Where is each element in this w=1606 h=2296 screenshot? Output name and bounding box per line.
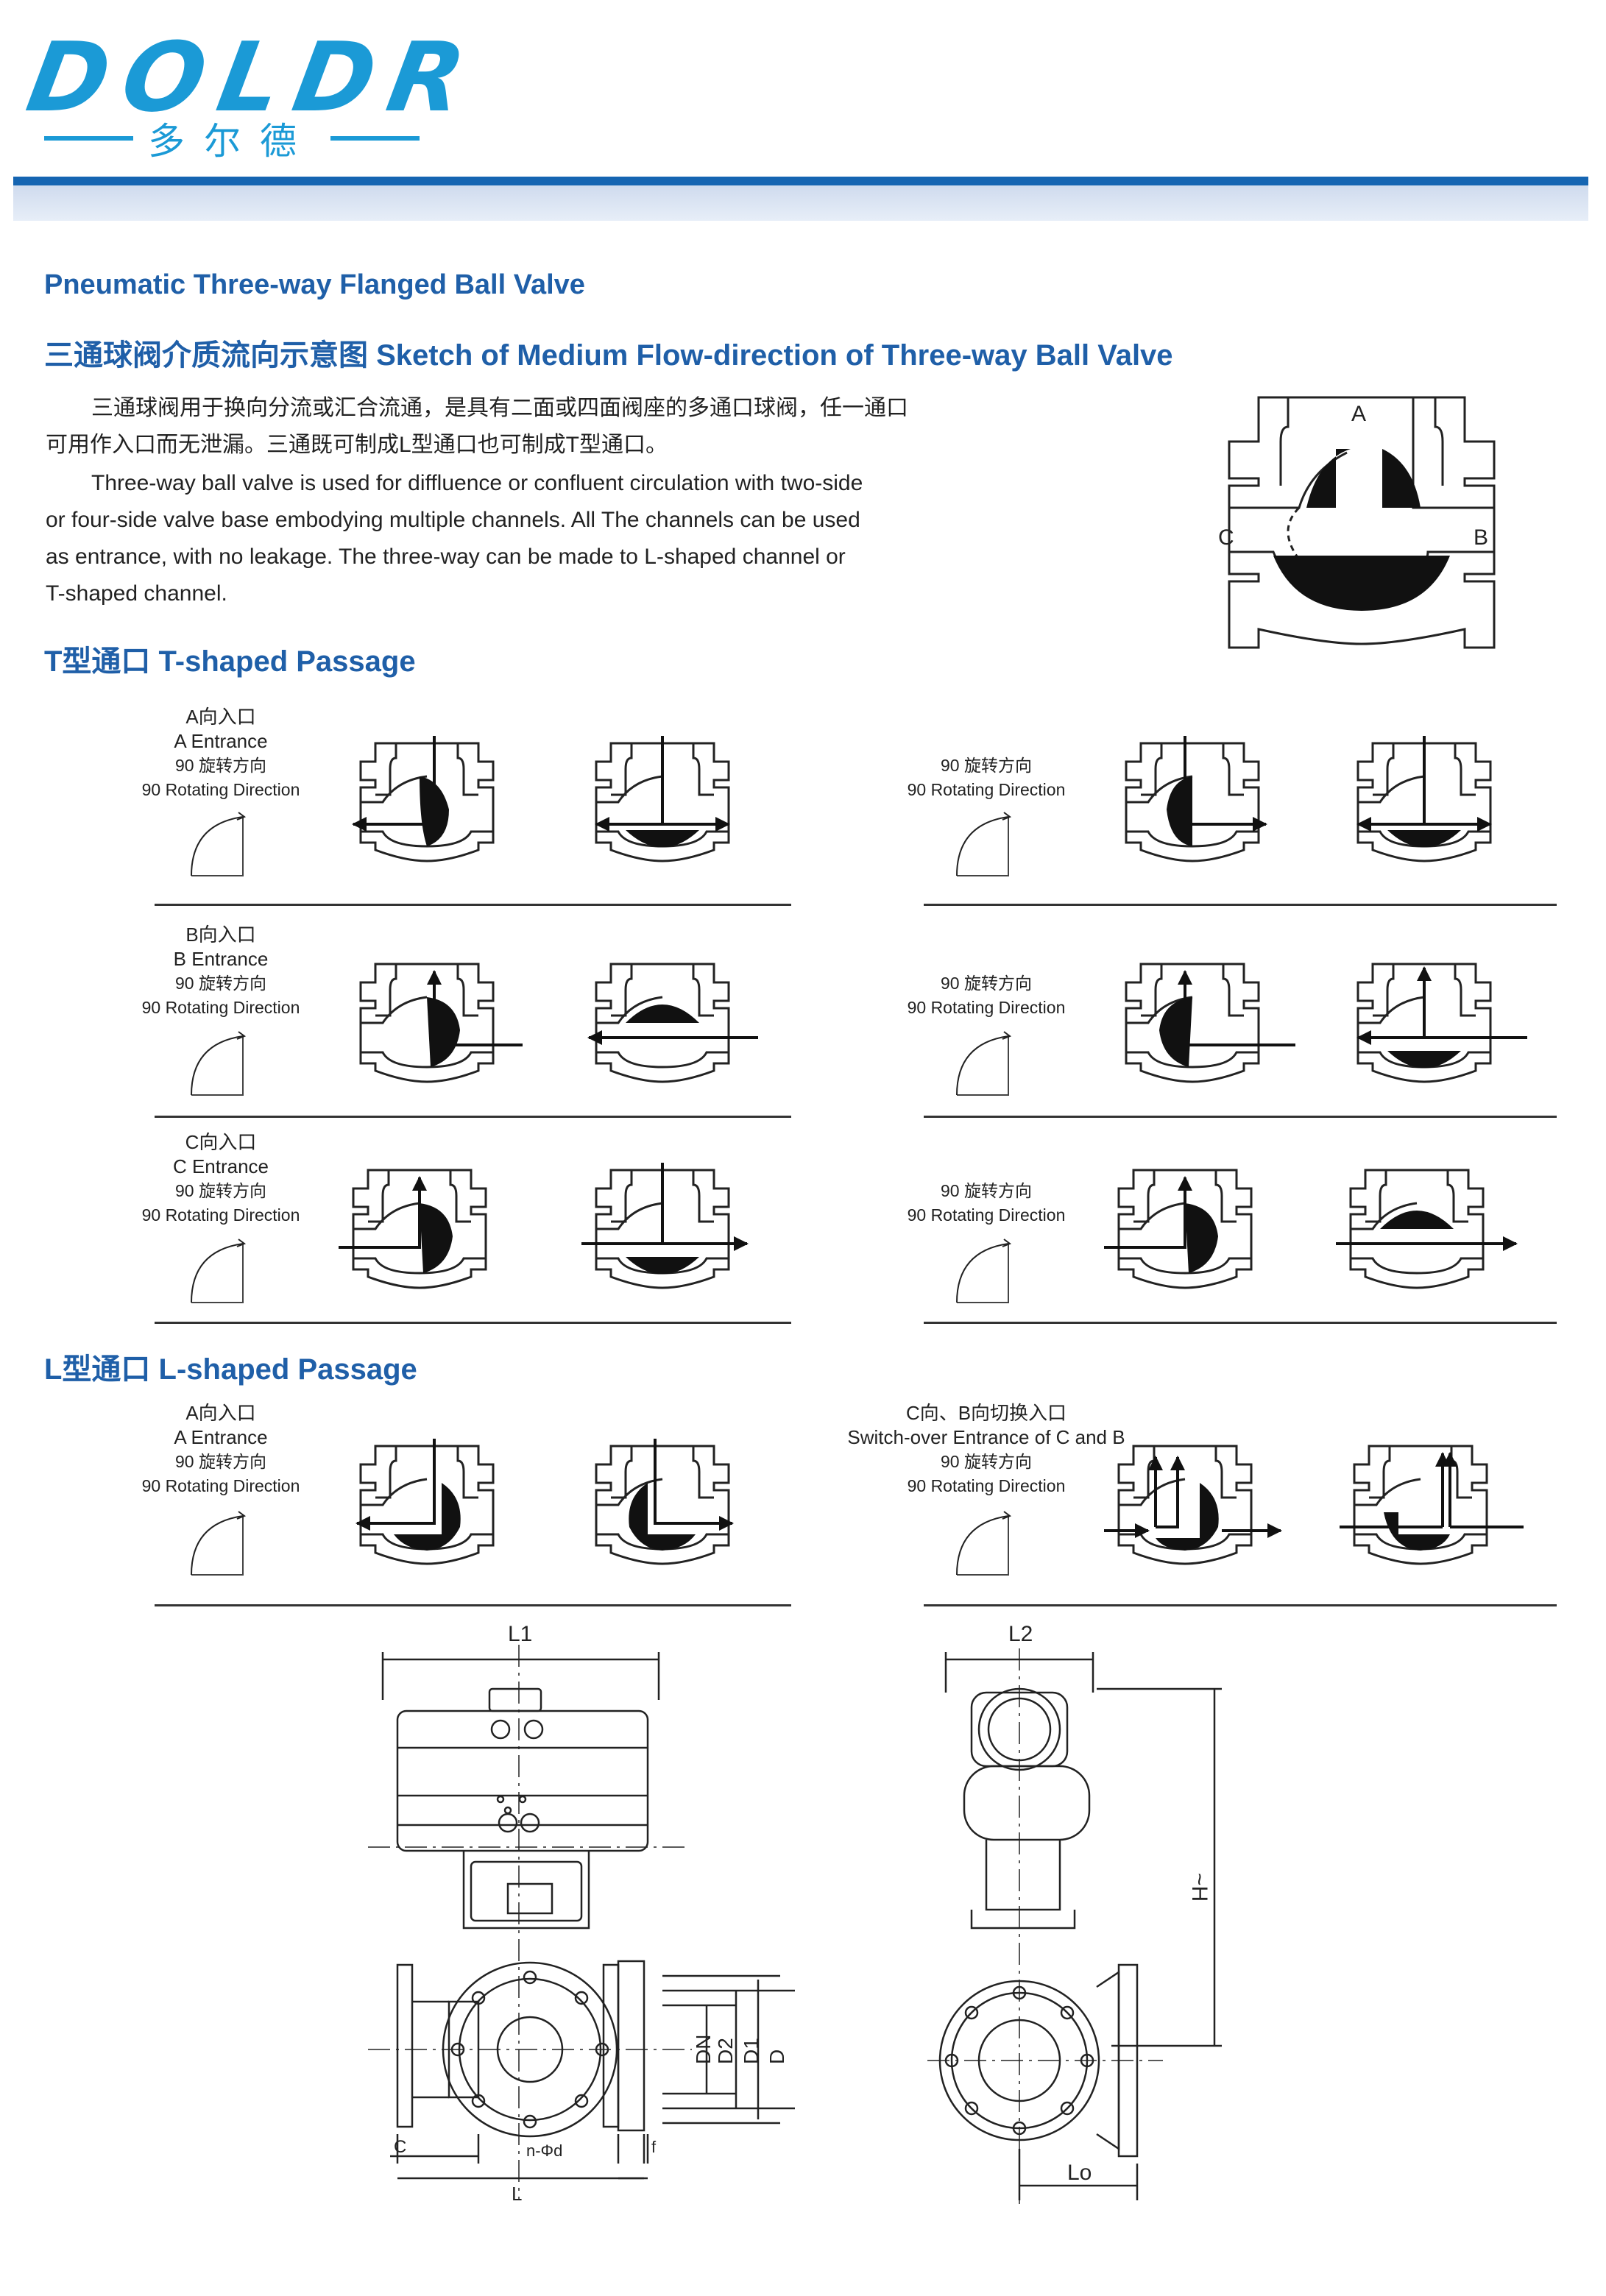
dim-d2: D2 [714,2038,737,2064]
port-label-c: C [1218,525,1234,550]
valve-diagram-t-b2 [587,963,758,1083]
valve-diagram-l-a1 [355,1439,495,1565]
dim-c: C [394,2137,406,2157]
t-row1-cn: A向入口 [185,706,256,728]
t-row2-cn: B向入口 [185,924,256,946]
valve-diagram-t-a4 [1356,736,1492,862]
divider [155,1322,791,1324]
intro-en-line1: Three-way ball valve is used for difflue… [91,471,863,495]
valve-diagram-l-a2 [595,1439,734,1565]
valve-diagram-t-a1 [352,736,495,862]
l-left-cn: A向入口 [185,1402,256,1424]
valve-diagram-t-b1 [359,963,523,1083]
valve-diagram-t-a3 [1125,736,1267,862]
t-row3-cn: C向入口 [185,1131,257,1153]
t-row1-label: A向入口 A Entrance 90 旋转方向 90 Rotating Dire… [132,705,309,802]
t-row3-rot-cn: 90 旋转方向 [175,1181,266,1200]
t-row3-label: C向入口 C Entrance 90 旋转方向 90 Rotating Dire… [132,1130,309,1227]
brand-logo: DOLDR [20,21,488,133]
dim-f: f [651,2138,657,2156]
dim-d1: D1 [740,2038,763,2064]
brand-subtitle: 多尔德 [44,116,420,163]
rotation-arc-icon [191,1031,245,1096]
l-left-label: A向入口 A Entrance 90 旋转方向 90 Rotating Dire… [132,1401,309,1498]
t-row2-rot-en: 90 Rotating Direction [141,998,300,1017]
l-right-rot-cn: 90 旋转方向 [941,1452,1032,1471]
l-left-en: A Entrance [174,1426,268,1448]
divider [330,136,420,141]
sketch-title: 三通球阀介质流向示意图 Sketch of Medium Flow-direct… [44,339,1173,372]
l-right-cn: C向、B向切换入口 [905,1402,1067,1424]
intro-en-line3: as entrance, with no leakage. The three-… [46,545,846,569]
t-row2-label: B向入口 B Entrance 90 旋转方向 90 Rotating Dire… [132,923,309,1020]
t-row2-rot-cn: 90 旋转方向 [175,974,266,993]
t-row1-right-label: 90 旋转方向 90 Rotating Direction [898,754,1075,802]
t-row3-right-rot-cn: 90 旋转方向 [941,1181,1032,1200]
intro-cn-line2: 可用作入口而无泄漏。三通既可制成L型通口也可制成T型通口。 [46,433,668,457]
dim-l2: L2 [1008,1622,1033,1646]
divider [44,136,133,141]
dim-dn: DN [692,2035,715,2064]
t-section-title: T型通口 T-shaped Passage [44,645,416,678]
divider [924,904,1557,906]
dim-l1: L1 [508,1622,532,1646]
t-row3-right-rot-en: 90 Rotating Direction [907,1205,1066,1225]
t-row3-rot-en: 90 Rotating Direction [141,1205,300,1225]
l-left-rot-cn: 90 旋转方向 [175,1452,266,1471]
divider [155,1116,791,1118]
t-row2-right-rot-en: 90 Rotating Direction [907,998,1066,1017]
divider [155,904,791,906]
t-row2-right-label: 90 旋转方向 90 Rotating Direction [898,971,1075,1020]
dim-lo: Lo [1067,2161,1092,2185]
t-row2-right-rot-cn: 90 旋转方向 [941,974,1032,993]
divider [924,1604,1557,1606]
port-label-a: A [1351,402,1366,426]
dim-l: L [512,2183,522,2205]
rotation-arc-icon [956,1239,1011,1303]
l-right-label: C向、B向切换入口 Switch-over Entrance of C and … [824,1401,1148,1498]
header-bar [13,177,1588,221]
dim-d: D [765,2049,788,2064]
brand-subtitle-text: 多尔德 [148,120,316,163]
valve-diagram-l-cb2 [1340,1445,1524,1565]
dim-n-phi-d: n-Φd [526,2141,562,2160]
valve-diagram-t-b3 [1125,963,1295,1083]
t-row1-right-rot-en: 90 Rotating Direction [907,780,1066,799]
l-section-title: L型通口 L-shaped Passage [44,1353,417,1386]
divider [924,1322,1557,1324]
t-row1-right-rot-cn: 90 旋转方向 [941,756,1032,775]
divider [924,1116,1557,1118]
rotation-arc-icon [191,1239,245,1303]
t-row3-en: C Entrance [172,1155,269,1177]
rotation-arc-icon [191,1511,245,1576]
t-row1-rot-en: 90 Rotating Direction [141,780,300,799]
valve-diagram-t-b4 [1356,963,1527,1083]
l-right-en: Switch-over Entrance of C and B [847,1426,1125,1448]
dimension-drawing: L1 DN D2 D1 D n-Φd f C L L2 ~H Lo [368,1622,1222,2205]
intro-en-line4: T-shaped channel. [46,581,227,606]
divider [155,1604,791,1606]
port-label-b: B [1474,525,1488,550]
t-row2-en: B Entrance [173,948,269,970]
l-right-rot-en: 90 Rotating Direction [907,1476,1066,1495]
t-row3-right-label: 90 旋转方向 90 Rotating Direction [898,1179,1075,1227]
valve-diagram-t-c3 [1104,1169,1253,1289]
valve-diagram-t-c4 [1336,1169,1518,1289]
rotation-arc-icon [956,1511,1011,1576]
valve-diagram-t-c1 [339,1169,487,1289]
valve-sketch: A C B [1218,396,1496,649]
l-left-rot-en: 90 Rotating Direction [141,1476,300,1495]
intro-cn-line1: 三通球阀用于换向分流或汇合流通，是具有二面或四面阀座的多通口球阀，任一通口 [91,396,908,420]
product-title: Pneumatic Three-way Flanged Ball Valve [44,269,585,300]
t-row1-rot-cn: 90 旋转方向 [175,756,266,775]
dim-h: ~H [1187,1873,1211,1902]
rotation-arc-icon [956,812,1011,876]
valve-diagram-l-cb1 [1104,1445,1282,1565]
rotation-arc-icon [191,812,245,876]
intro-en-line2: or four-side valve base embodying multip… [46,508,860,532]
valve-diagram-t-c2 [581,1163,749,1289]
rotation-arc-icon [956,1031,1011,1096]
t-row1-en: A Entrance [174,730,268,752]
valve-diagram-t-a2 [595,736,730,862]
